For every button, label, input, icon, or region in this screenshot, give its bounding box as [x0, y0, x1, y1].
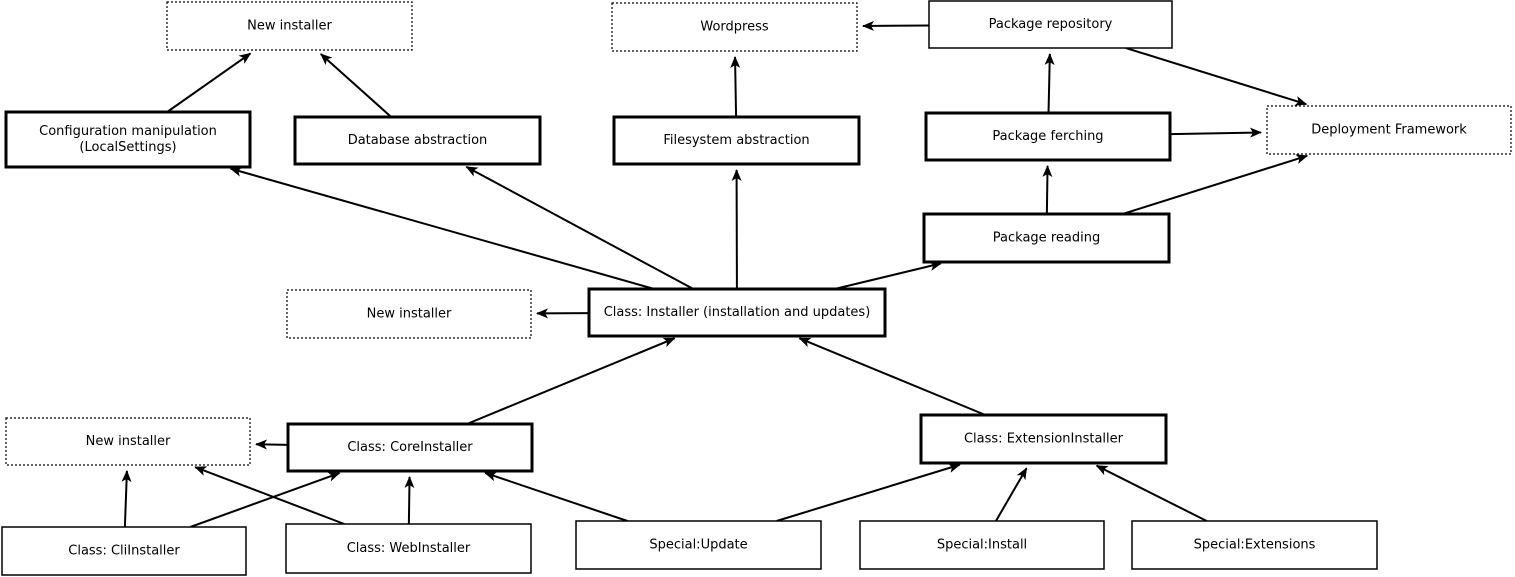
node-label-package-repository: Package repository [989, 17, 1113, 32]
node-package-repository: Package repository [928, 0, 1173, 49]
node-installer-class: Class: Installer (installation and updat… [587, 287, 887, 338]
node-label-package-reading: Package reading [993, 231, 1100, 246]
edge-package-fetching-to-deployment-framework [1169, 127, 1263, 138]
node-label-extension-installer: Class: ExtensionInstaller [964, 432, 1124, 447]
node-box-new-installer-top [166, 1, 413, 51]
node-special-install: Special:Install [859, 520, 1105, 570]
node-deployment-framework: Deployment Framework [1266, 105, 1512, 155]
edge-filesystem-abstraction-to-wordpress [730, 55, 741, 118]
node-core-installer: Class: CoreInstaller [286, 422, 534, 473]
edges-layer [121, 20, 1309, 528]
edge-installer-class-to-config-manipulation [229, 166, 655, 290]
node-cli-installer: Class: CliInstaller [1, 526, 247, 576]
node-label-config-manipulation-1: (LocalSettings) [79, 140, 176, 155]
node-box-special-extensions [1131, 520, 1378, 570]
node-label-installer-class: Class: Installer (installation and updat… [604, 305, 871, 320]
edge-special-update-to-extension-installer [776, 463, 961, 522]
node-label-new-installer-top: New installer [247, 19, 332, 34]
node-box-cli-installer [1, 526, 247, 576]
node-box-package-repository [928, 0, 1173, 49]
node-label-web-installer: Class: WebInstaller [347, 541, 471, 556]
node-special-extensions: Special:Extensions [1131, 520, 1378, 570]
node-label-cli-installer: Class: CliInstaller [68, 544, 180, 559]
node-box-installer-class [587, 287, 887, 338]
node-label-package-fetching: Package ferching [992, 129, 1103, 144]
node-label-filesystem-abstraction: Filesystem abstraction [663, 133, 809, 148]
edge-special-install-to-extension-installer [995, 467, 1028, 522]
edge-web-installer-to-new-installer-bottom [194, 466, 345, 525]
edge-package-repository-to-wordpress [861, 20, 930, 31]
edge-package-reading-to-deployment-framework [1122, 154, 1309, 215]
node-box-config-manipulation [4, 110, 252, 169]
edge-cli-installer-to-new-installer-bottom [121, 469, 132, 528]
node-config-manipulation: Configuration manipulation(LocalSettings… [4, 110, 252, 169]
edge-special-update-to-core-installer [484, 471, 628, 522]
edge-extension-installer-to-installer-class [798, 337, 986, 416]
node-new-installer-bottom: New installer [5, 417, 251, 466]
edge-installer-class-to-database-abstraction [465, 165, 694, 290]
node-new-installer-middle: New installer [286, 289, 532, 339]
node-box-filesystem-abstraction [612, 115, 861, 166]
node-label-special-update: Special:Update [649, 538, 747, 553]
edge-package-fetching-to-package-repository [1044, 52, 1055, 114]
node-package-reading: Package reading [922, 212, 1171, 264]
node-box-wordpress [611, 2, 858, 52]
node-box-package-fetching [924, 111, 1172, 162]
node-label-new-installer-bottom: New installer [86, 434, 171, 449]
edge-core-installer-to-new-installer-bottom [254, 439, 289, 450]
node-label-new-installer-middle: New installer [367, 307, 452, 322]
edge-package-reading-to-package-fetching [1042, 164, 1053, 215]
node-box-core-installer [286, 422, 534, 473]
node-label-config-manipulation-0: Configuration manipulation [39, 124, 217, 139]
node-special-update: Special:Update [575, 520, 822, 570]
node-box-database-abstraction [293, 115, 542, 166]
node-box-package-reading [922, 212, 1171, 264]
edge-core-installer-to-installer-class [466, 337, 676, 425]
node-extension-installer: Class: ExtensionInstaller [919, 413, 1168, 465]
node-database-abstraction: Database abstraction [293, 115, 542, 166]
node-new-installer-top: New installer [166, 1, 413, 51]
node-box-new-installer-middle [286, 289, 532, 339]
node-box-extension-installer [919, 413, 1168, 465]
edge-cli-installer-to-core-installer [189, 472, 341, 528]
node-label-wordpress: Wordpress [700, 20, 768, 35]
edge-database-abstraction-to-new-installer-top [320, 53, 392, 118]
node-box-web-installer [285, 523, 532, 574]
node-label-core-installer: Class: CoreInstaller [347, 440, 473, 455]
edge-config-manipulation-to-new-installer-top [166, 52, 252, 113]
edge-package-repository-to-deployment-framework [1125, 47, 1308, 106]
node-label-deployment-framework: Deployment Framework [1311, 123, 1467, 138]
node-box-special-update [575, 520, 822, 570]
node-box-deployment-framework [1266, 105, 1512, 155]
edge-web-installer-to-core-installer [404, 475, 415, 525]
node-web-installer: Class: WebInstaller [285, 523, 532, 574]
node-package-fetching: Package ferching [924, 111, 1172, 162]
node-filesystem-abstraction: Filesystem abstraction [612, 115, 861, 166]
node-box-special-install [859, 520, 1105, 570]
node-wordpress: Wordpress [611, 2, 858, 52]
node-box-new-installer-bottom [5, 417, 251, 466]
node-label-special-install: Special:Install [937, 538, 1027, 553]
node-label-database-abstraction: Database abstraction [348, 133, 488, 148]
node-label-special-extensions: Special:Extensions [1194, 538, 1316, 553]
edge-installer-class-to-package-reading [834, 261, 942, 290]
edge-special-extensions-to-extension-installer [1095, 464, 1208, 522]
